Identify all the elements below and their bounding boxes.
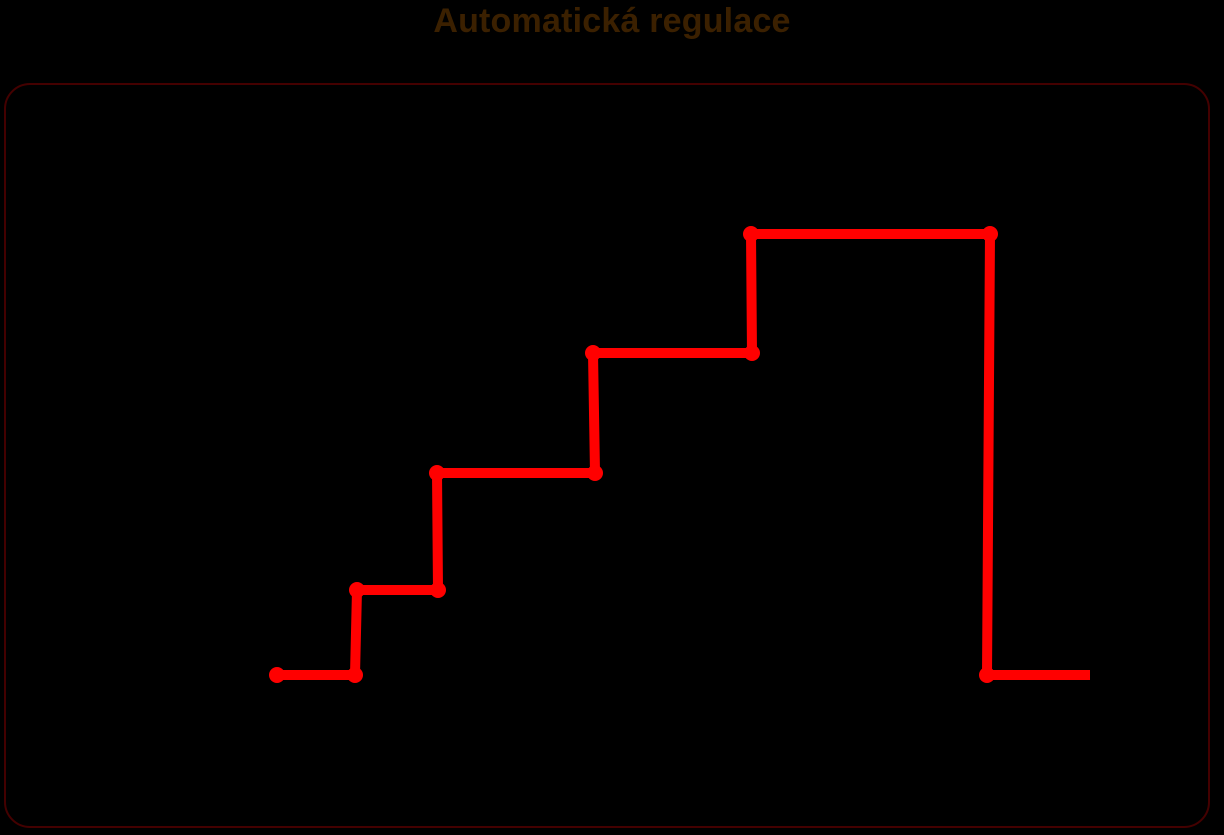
plot-frame bbox=[4, 83, 1210, 828]
page-title: Automatická regulace bbox=[433, 2, 791, 40]
